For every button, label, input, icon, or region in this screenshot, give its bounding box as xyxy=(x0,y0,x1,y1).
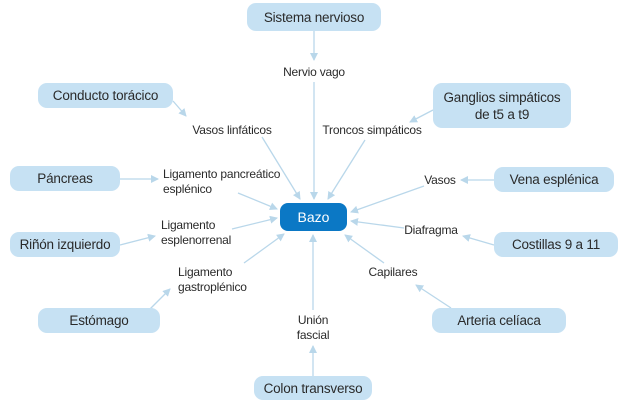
label-troncos-simpaticos: Troncos simpáticos xyxy=(322,123,422,137)
node-estomago: Estómago xyxy=(38,308,160,333)
label-diafragma: Diafragma xyxy=(404,223,458,237)
arrow-ligamento-esplenorrenal-to-bazo xyxy=(231,215,278,230)
label-vasos: Vasos xyxy=(424,173,456,187)
label-vasos-linfaticos: Vasos linfáticos xyxy=(192,123,272,137)
ganglios-line-2: de t5 a t9 xyxy=(474,106,530,122)
arrow-capilares-to-bazo xyxy=(344,234,385,264)
node-vena-esplenica: Vena esplénica xyxy=(494,167,614,192)
node-bazo: Bazo xyxy=(280,203,347,231)
arrow-estomago-to-ligamento xyxy=(149,288,171,310)
node-ganglios-simpaticos: Ganglios simpáticos de t5 a t9 xyxy=(433,83,571,128)
arrow-vasos-linfaticos-to-bazo xyxy=(261,136,301,200)
arrow-diafragma-to-bazo xyxy=(350,217,405,229)
label-union-fascial: Unión fascial xyxy=(297,313,330,343)
arrow-ganglios-to-troncos xyxy=(409,109,434,123)
node-pancreas: Páncreas xyxy=(10,166,120,191)
arrow-costillas-to-diafragma xyxy=(462,234,495,246)
union-fascial-line-1: Unión xyxy=(297,313,329,327)
label-nervio-vago: Nervio vago xyxy=(283,65,345,79)
node-sistema-nervioso: Sistema nervioso xyxy=(247,3,381,31)
node-rinon-izquierdo: Riñón izquierdo xyxy=(10,232,120,257)
lig-gastroplenico-line-2: gastroplénico xyxy=(178,280,247,294)
arrow-conducto-to-vasos-linfaticos xyxy=(172,100,187,117)
arrow-vasos-to-bazo xyxy=(350,185,425,214)
lig-esplenorrenal-line-1: Ligamento xyxy=(161,218,216,232)
lig-pancreatico-line-1: Ligamento pancreático xyxy=(163,167,281,181)
node-colon-transverso: Colon transverso xyxy=(254,376,372,400)
arrow-troncos-to-bazo xyxy=(327,139,366,200)
label-capilares: Capilares xyxy=(368,265,418,279)
node-conducto-toracico: Conducto torácico xyxy=(38,83,173,108)
lig-esplenorrenal-line-2: esplenorrenal xyxy=(161,233,232,247)
union-fascial-line-2: fascial xyxy=(296,328,330,342)
arrow-arteria-to-capilares xyxy=(415,284,452,309)
arrow-ligamento-gastroplenico-to-bazo xyxy=(243,233,285,264)
label-ligamento-gastroplenico: Ligamento gastroplénico xyxy=(178,265,247,295)
label-ligamento-esplenorrenal: Ligamento esplenorrenal xyxy=(161,218,231,248)
arrow-rinon-to-ligamento xyxy=(119,233,156,246)
lig-pancreatico-line-2: esplénico xyxy=(163,182,212,196)
node-arteria-celiaca: Arteria celíaca xyxy=(432,308,566,333)
node-costillas: Costillas 9 a 11 xyxy=(494,232,618,257)
lig-gastroplenico-line-1: Ligamento xyxy=(178,265,233,279)
arrow-ligamento-pancreatico-to-bazo xyxy=(237,192,278,211)
ganglios-line-1: Ganglios simpáticos xyxy=(443,89,561,105)
label-ligamento-pancreatico: Ligamento pancreático esplénico xyxy=(163,167,280,197)
